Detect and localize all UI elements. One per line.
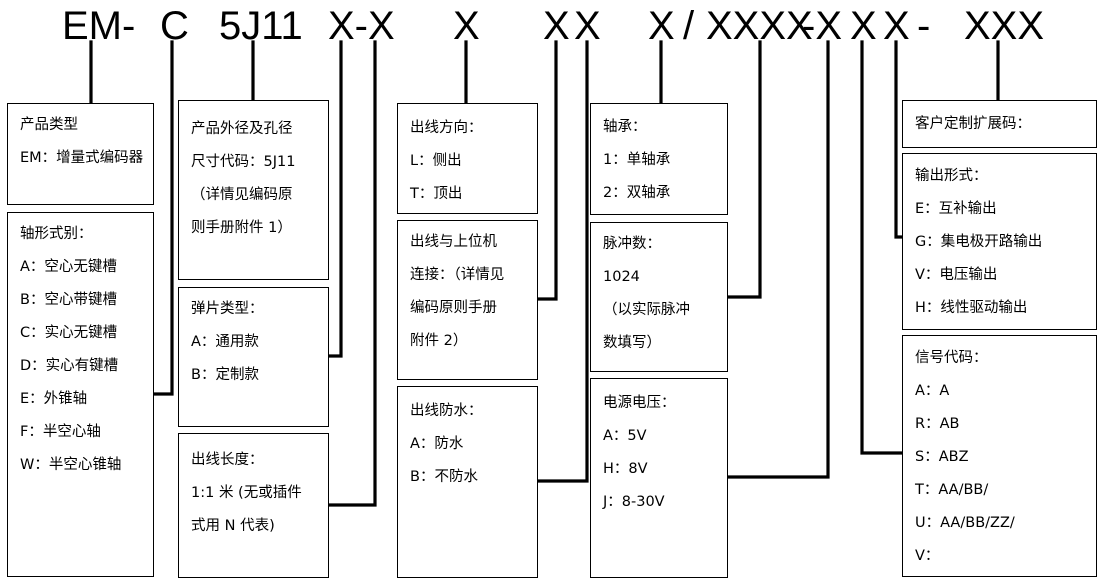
signal-code-option: V： <box>915 548 940 564</box>
code-segment-voltage: -X <box>802 4 842 48</box>
shaft-form-title: 轴形式别： <box>20 226 93 242</box>
outlet-waterproof-option: B：不防水 <box>410 469 478 485</box>
shaft-form-option: B：空心带键槽 <box>20 292 117 308</box>
outlet-direction-title: 出线方向： <box>410 120 483 136</box>
host-connection-line: 出线与上位机 <box>410 234 497 250</box>
shaft-form-option: A：空心无键槽 <box>20 259 117 275</box>
signal-code-option: A：A <box>915 383 950 399</box>
outlet-direction-box: 出线方向： L：侧出 T：顶出 <box>397 103 538 214</box>
pulse-count-value: 1024 <box>603 269 640 285</box>
pulse-count-title: 脉冲数： <box>603 236 661 252</box>
connector-output-form <box>894 40 904 239</box>
supply-voltage-box: 电源电压： A：5V H：8V J：8-30V <box>590 378 728 578</box>
signal-code-box: 信号代码： A：A R：AB S：ABZ T：AA/BB/ U：AA/BB/ZZ… <box>902 335 1097 577</box>
host-connection-line: 连接：（详情见 <box>410 267 505 283</box>
cable-length-line: 1:1 米 (无或插件 <box>191 485 302 501</box>
bearing-option: 2：双轴承 <box>603 185 671 201</box>
code-segment-spring-cable: X-X <box>328 4 395 48</box>
custom-ext-box: 客户定制扩展码： <box>902 100 1097 148</box>
shaft-form-option: C：实心无键槽 <box>20 325 118 341</box>
bearing-title: 轴承： <box>603 119 647 135</box>
output-form-title: 输出形式： <box>915 168 988 184</box>
bearing-box: 轴承： 1：单轴承 2：双轴承 <box>590 103 728 215</box>
code-dash: - <box>917 4 931 48</box>
output-form-box: 输出形式： E：互补输出 G：集电极开路输出 V：电压输出 H：线性驱动输出 <box>902 153 1097 330</box>
connector-outlet-waterproof <box>536 40 589 483</box>
output-form-option: E：互补输出 <box>915 201 997 217</box>
shaft-form-option: F：半空心轴 <box>20 424 101 440</box>
supply-voltage-option: J：8-30V <box>603 494 665 510</box>
cable-length-line: 式用 N 代表) <box>191 518 275 534</box>
shaft-form-option: D：实心有键槽 <box>20 358 119 374</box>
spring-type-option: A：通用款 <box>191 334 259 350</box>
code-segment-output: X <box>883 4 910 48</box>
pulse-count-note: 数填写） <box>603 335 661 351</box>
host-connection-line: 附件 2） <box>410 333 468 349</box>
supply-voltage-title: 电源电压： <box>603 395 676 411</box>
size-code-line: 尺寸代码：5J11 <box>191 154 296 170</box>
supply-voltage-option: H：8V <box>603 461 648 477</box>
output-form-option: G：集电极开路输出 <box>915 234 1043 250</box>
spring-type-option: B：定制款 <box>191 367 259 383</box>
cable-length-title: 出线长度： <box>191 452 264 468</box>
code-segment-connection: X <box>543 4 570 48</box>
spring-type-title: 弹片类型： <box>191 301 264 317</box>
code-segment-size: 5J11 <box>219 4 303 48</box>
code-segment-signal: X <box>850 4 877 48</box>
outlet-direction-option: L：侧出 <box>410 153 462 169</box>
signal-code-title: 信号代码： <box>915 350 988 366</box>
signal-code-option: S：ABZ <box>915 449 969 465</box>
connector-pulse-count <box>726 40 762 299</box>
shaft-form-option: W：半空心锥轴 <box>20 457 122 473</box>
shaft-form-option: E：外锥轴 <box>20 391 88 407</box>
code-segment-pulse: XXXX <box>706 4 813 48</box>
signal-code-option: R：AB <box>915 416 960 432</box>
outlet-waterproof-box: 出线防水： A：防水 B：不防水 <box>397 386 538 578</box>
code-segment-waterproof: X <box>574 4 601 48</box>
cable-length-box: 出线长度： 1:1 米 (无或插件 式用 N 代表) <box>178 433 329 578</box>
signal-code-option: U：AA/BB/ZZ/ <box>915 515 1015 531</box>
outlet-direction-option: T：顶出 <box>410 186 463 202</box>
connector-shaft-form <box>152 40 174 396</box>
code-segment-custom: XXX <box>964 4 1045 48</box>
spring-type-box: 弹片类型： A：通用款 B：定制款 <box>178 287 329 427</box>
output-form-option: V：电压输出 <box>915 267 998 283</box>
connector-signal-code <box>860 40 904 455</box>
size-code-line: 产品外径及孔径 <box>191 121 293 137</box>
size-code-line: （详情见编码原 <box>191 187 293 203</box>
supply-voltage-option: A：5V <box>603 428 647 444</box>
connector-host-connection <box>536 40 558 301</box>
outlet-waterproof-title: 出线防水： <box>410 403 483 419</box>
code-segment-shaft: C <box>160 4 189 48</box>
product-type-value: EM：增量式编码器 <box>20 150 144 166</box>
code-slash: / <box>683 4 695 48</box>
signal-code-option: T：AA/BB/ <box>915 482 989 498</box>
host-connection-box: 出线与上位机 连接：（详情见 编码原则手册 附件 2） <box>397 220 538 380</box>
size-code-line: 则手册附件 1） <box>191 220 292 236</box>
code-segment-direction: X <box>453 4 480 48</box>
custom-ext-title: 客户定制扩展码： <box>915 116 1031 132</box>
pulse-count-box: 脉冲数： 1024 （以实际脉冲 数填写） <box>590 222 728 372</box>
connector-cable-length <box>327 40 377 507</box>
bearing-option: 1：单轴承 <box>603 152 671 168</box>
connector-supply-voltage <box>726 40 830 479</box>
product-type-box: 产品类型 EM：增量式编码器 <box>7 103 154 205</box>
size-code-box: 产品外径及孔径 尺寸代码：5J11 （详情见编码原 则手册附件 1） <box>178 100 329 280</box>
code-segment-bearing: X <box>648 4 675 48</box>
output-form-option: H：线性驱动输出 <box>915 300 1028 316</box>
outlet-waterproof-option: A：防水 <box>410 436 464 452</box>
shaft-form-box: 轴形式别： A：空心无键槽 B：空心带键槽 C：实心无键槽 D：实心有键槽 E：… <box>7 212 154 577</box>
connector-spring-type <box>327 40 343 358</box>
pulse-count-note: （以实际脉冲 <box>603 302 690 318</box>
code-segment-em: EM- <box>62 4 136 48</box>
host-connection-line: 编码原则手册 <box>410 300 497 316</box>
product-type-title: 产品类型 <box>20 117 78 133</box>
